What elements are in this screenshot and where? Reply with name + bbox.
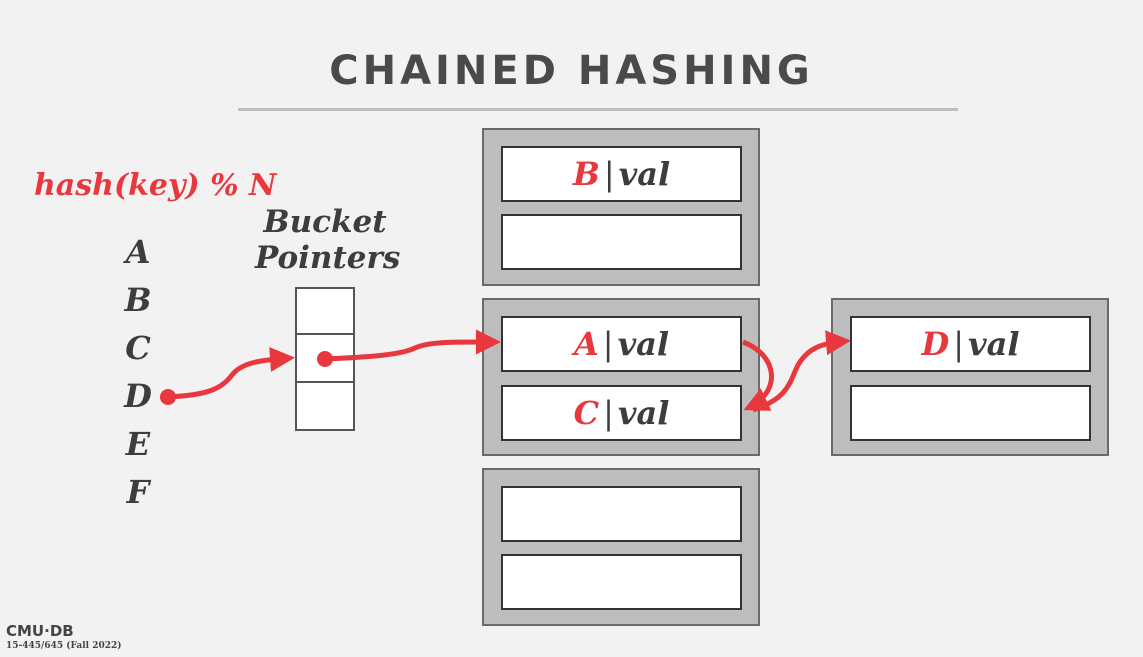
key-item: D bbox=[124, 377, 152, 415]
bucket-page bbox=[482, 468, 760, 626]
key-item: F bbox=[126, 473, 150, 511]
bucket-slot-empty bbox=[850, 385, 1091, 441]
hash-function-label: hash(key) % N bbox=[34, 168, 277, 203]
slot-key: C bbox=[573, 394, 600, 432]
slide-title: CHAINED HASHING bbox=[329, 48, 814, 94]
slot-key: B bbox=[572, 155, 600, 193]
bucket-slot: C|val bbox=[501, 385, 742, 441]
title-underline bbox=[238, 108, 958, 111]
key-item: E bbox=[125, 425, 151, 463]
bucket-slot: B|val bbox=[501, 146, 742, 202]
key-item: A bbox=[125, 233, 151, 271]
key-item: B bbox=[124, 281, 152, 319]
bucket-slot-empty bbox=[501, 214, 742, 270]
bucket-pointers-label: Bucket Pointers bbox=[255, 204, 401, 276]
bucket-pointers-label-line: Bucket bbox=[263, 204, 387, 240]
bucket-page: B|val bbox=[482, 128, 760, 286]
bucket-slot: A|val bbox=[501, 316, 742, 372]
course-label: 15-445/645 (Fall 2022) bbox=[6, 641, 122, 651]
pointer-to-page-arrow bbox=[324, 329, 501, 362]
bucket-slot: D|val bbox=[850, 316, 1091, 372]
cmu-db-logo: CMU·DB bbox=[6, 622, 74, 640]
bucket-pointers-label-line: Pointers bbox=[255, 240, 401, 276]
slot-separator: | bbox=[603, 155, 615, 193]
key-item: C bbox=[125, 329, 151, 367]
slot-key: A bbox=[573, 325, 599, 363]
key-list: A B C D E F bbox=[118, 228, 158, 516]
slot-value: val bbox=[618, 155, 671, 193]
slot-value: val bbox=[617, 325, 670, 363]
slot-separator: | bbox=[603, 394, 614, 432]
overflow-page: D|val bbox=[831, 298, 1109, 456]
key-to-pointer-arrow bbox=[167, 346, 295, 400]
bucket-page: A|val C|val bbox=[482, 298, 760, 456]
slot-value: val bbox=[968, 325, 1020, 363]
bucket-slot-empty bbox=[501, 554, 742, 610]
slot-separator: | bbox=[953, 325, 965, 363]
bucket-slot-empty bbox=[501, 486, 742, 542]
chain-c-to-d-arrow bbox=[752, 330, 851, 413]
slot-key: D bbox=[921, 325, 950, 363]
bucket-pointer-cell bbox=[295, 383, 355, 431]
slot-value: val bbox=[617, 394, 670, 432]
bucket-pointer-cell bbox=[295, 287, 355, 335]
chain-a-to-c-arrow bbox=[742, 339, 774, 411]
slot-separator: | bbox=[602, 325, 614, 363]
